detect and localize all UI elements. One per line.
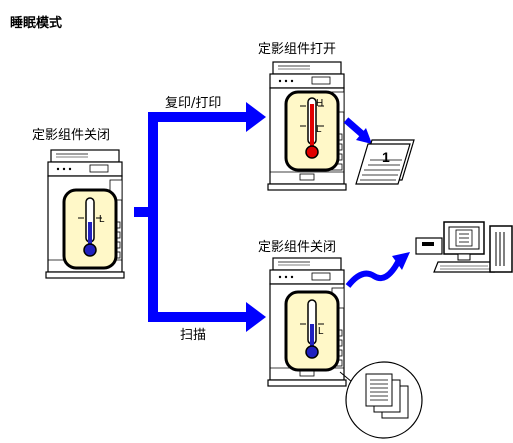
scan-send-arrow (345, 252, 410, 288)
left-state-label: 定影组件关闭 (32, 128, 111, 143)
page-number-mark: 1 (382, 149, 390, 165)
print-output-arrow (343, 117, 372, 144)
copier-bottom (267, 257, 347, 387)
bottom-thermo-low-mark: L (318, 326, 324, 337)
computer-icon (415, 221, 513, 273)
top-thermo-high-mark: H (316, 98, 323, 109)
left-thermo-low-mark: L (99, 214, 105, 225)
scanned-documents-icon (339, 361, 423, 439)
flow-arrows (134, 102, 266, 332)
page-title: 睡眠模式 (10, 16, 63, 31)
bottom-state-label: 定影组件关闭 (258, 240, 337, 255)
scan-label: 扫描 (180, 328, 207, 343)
copier-left (45, 149, 125, 279)
top-thermo-low-mark: L (316, 124, 322, 135)
copier-top (267, 61, 347, 191)
printed-pages-icon (355, 139, 415, 185)
copy-print-label: 复印/打印 (165, 96, 222, 111)
top-state-label: 定影组件打开 (258, 42, 337, 57)
